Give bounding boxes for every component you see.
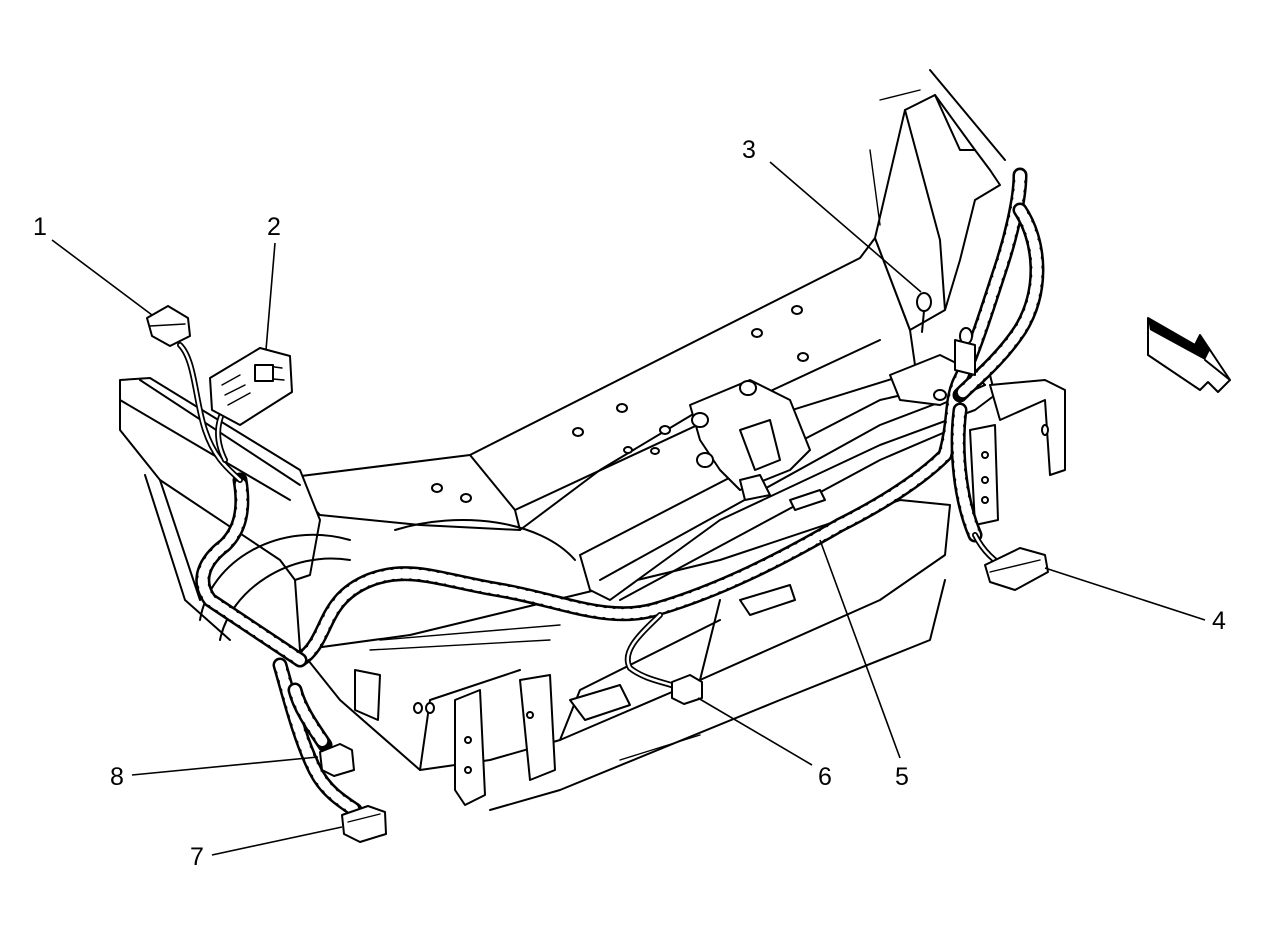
main-wiring-harness — [195, 167, 1045, 818]
leader-lines — [51, 161, 1206, 856]
connector-8 — [319, 743, 355, 777]
radiator-support — [284, 69, 1006, 531]
connector-6 — [671, 674, 703, 705]
connector-1 — [146, 305, 191, 347]
callout-4: 4 — [1212, 607, 1226, 635]
front-direction-arrow-icon — [1147, 317, 1231, 393]
front-bumper-bar — [579, 354, 996, 601]
callout-8: 8 — [110, 763, 124, 791]
lower-crossmember — [299, 499, 951, 811]
callout-2: 2 — [267, 213, 281, 241]
connector-4 — [984, 547, 1049, 591]
callout-1: 1 — [33, 213, 47, 241]
connector-7 — [341, 805, 387, 843]
right-side-bracket — [969, 379, 1066, 526]
ground-eyelet-3 — [916, 292, 976, 376]
left-frame-rail — [119, 377, 346, 671]
callout-5: 5 — [895, 763, 909, 791]
callout-7: 7 — [190, 843, 204, 871]
callout-6: 6 — [818, 763, 832, 791]
connector-2 — [209, 347, 293, 426]
callout-3: 3 — [742, 136, 756, 164]
